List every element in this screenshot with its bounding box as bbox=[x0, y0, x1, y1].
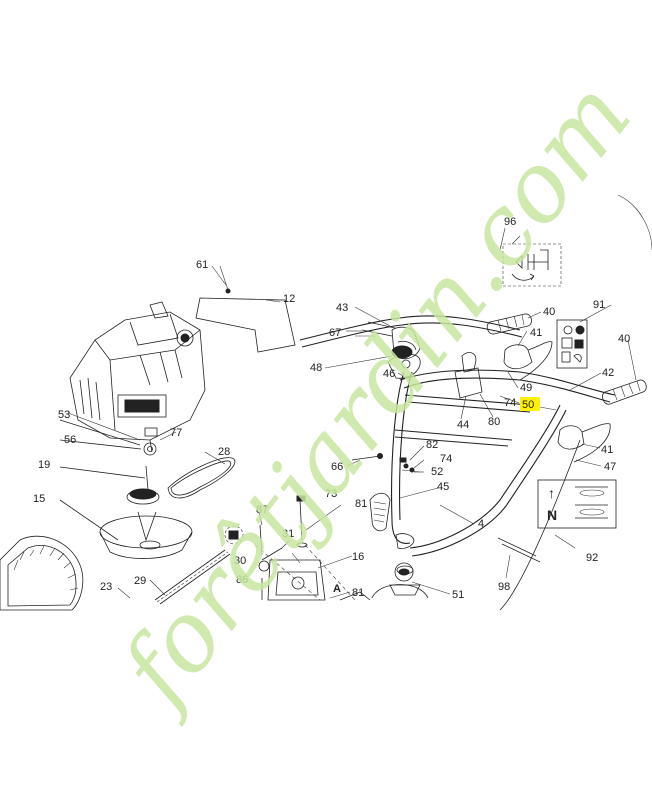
label-74-a: 74 bbox=[504, 397, 516, 409]
label-53: 53 bbox=[58, 409, 70, 421]
drive-chain bbox=[154, 549, 231, 605]
handle-grips bbox=[486, 313, 647, 405]
label-4: 4 bbox=[478, 518, 484, 530]
label-42: 42 bbox=[602, 367, 614, 379]
control-levers bbox=[454, 341, 611, 463]
label-29: 29 bbox=[134, 575, 146, 587]
warning-decal-91 bbox=[556, 319, 588, 369]
highlight-50 bbox=[520, 397, 540, 411]
label-86: 86 bbox=[236, 574, 248, 586]
label-77: 77 bbox=[170, 427, 182, 439]
label-23: 23 bbox=[100, 581, 112, 593]
label-80: 80 bbox=[488, 416, 500, 428]
label-82: 82 bbox=[426, 439, 438, 451]
lower-parts bbox=[339, 565, 429, 601]
label-16: 16 bbox=[352, 551, 364, 563]
label-49: 49 bbox=[520, 382, 532, 394]
label-12: 12 bbox=[283, 293, 295, 305]
blade-carrier bbox=[59, 499, 193, 559]
pulley-and-belt bbox=[126, 451, 236, 505]
label-98: 98 bbox=[498, 581, 510, 593]
direction-decal-92: ↑ N bbox=[537, 479, 617, 529]
handlebar-frame bbox=[299, 315, 616, 596]
label-61: 61 bbox=[196, 259, 208, 271]
label-96: 96 bbox=[504, 216, 516, 228]
decal-arrow-up: ↑ bbox=[548, 485, 555, 501]
label-56: 56 bbox=[64, 434, 76, 446]
fasteners-left bbox=[59, 419, 157, 491]
label-40-top: 40 bbox=[543, 306, 555, 318]
label-81-top: 81 bbox=[355, 498, 367, 510]
long-bolt bbox=[296, 495, 308, 548]
label-41-top: 41 bbox=[530, 327, 542, 339]
label-87: 87 bbox=[256, 504, 268, 516]
decal-letter-n: N bbox=[547, 507, 557, 523]
symbol-decal-96 bbox=[502, 243, 562, 287]
label-19: 19 bbox=[38, 459, 50, 471]
label-52: 52 bbox=[431, 466, 443, 478]
rear-wheel bbox=[0, 535, 84, 611]
part-number-labels: 96 61 12 43 67 40 91 41 40 48 46 49 42 7… bbox=[33, 216, 630, 601]
label-46: 46 bbox=[383, 368, 395, 380]
label-74-b: 74 bbox=[440, 453, 452, 465]
label-31: 31 bbox=[282, 528, 294, 540]
watermark: forêtjardin.com bbox=[96, 61, 652, 729]
label-91: 91 bbox=[593, 299, 605, 311]
label-51: 51 bbox=[452, 589, 464, 601]
label-30: 30 bbox=[234, 555, 246, 567]
label-81-bottom: 81 bbox=[352, 587, 364, 599]
label-45: 45 bbox=[437, 481, 449, 493]
label-50-highlighted: 50 bbox=[522, 399, 534, 411]
leader-lines bbox=[67, 227, 637, 599]
throttle-assembly bbox=[355, 321, 421, 360]
label-43: 43 bbox=[336, 302, 348, 314]
label-48: 48 bbox=[310, 362, 322, 374]
watermark-text: forêtjardin.com bbox=[96, 61, 652, 729]
label-73: 73 bbox=[325, 488, 337, 500]
label-40-right: 40 bbox=[618, 333, 630, 345]
label-66: 66 bbox=[331, 461, 343, 473]
label-15: 15 bbox=[33, 493, 45, 505]
small-hardware bbox=[351, 453, 421, 473]
label-67: 67 bbox=[329, 327, 341, 339]
heat-shield-plate bbox=[195, 265, 296, 353]
label-A: A bbox=[333, 583, 341, 595]
label-92: 92 bbox=[586, 552, 598, 564]
gearbox-assembly bbox=[224, 524, 356, 601]
label-41-bottom: 41 bbox=[601, 444, 613, 456]
label-47: 47 bbox=[604, 461, 616, 473]
label-44: 44 bbox=[457, 419, 469, 431]
label-28: 28 bbox=[218, 446, 230, 458]
